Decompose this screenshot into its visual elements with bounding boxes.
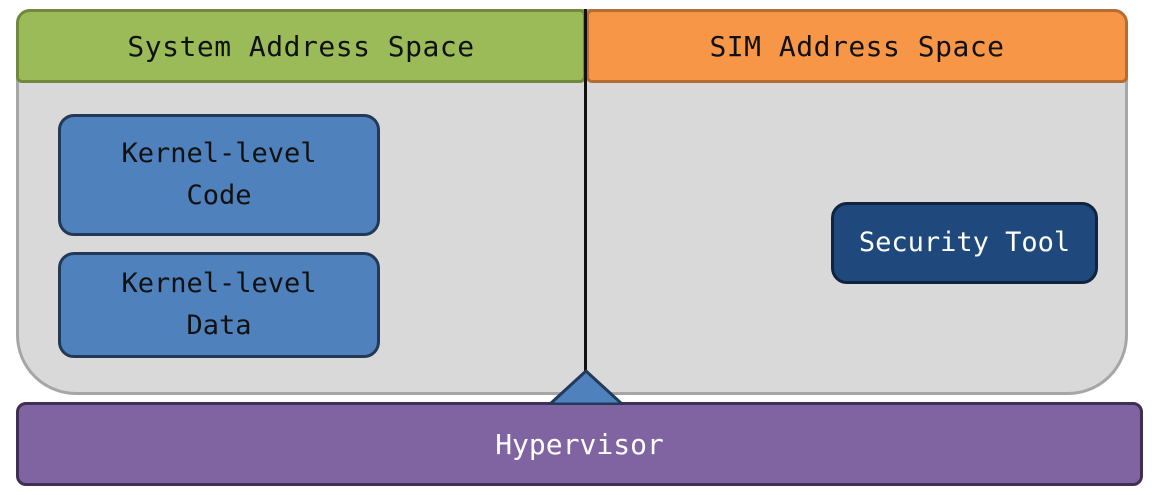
security-tool-label: Security Tool [858, 227, 1071, 258]
system-address-space-label: System Address Space [127, 29, 475, 63]
address-space-divider [584, 9, 587, 377]
sim-address-space-label: SIM Address Space [709, 29, 1005, 63]
sim-address-space-header: SIM Address Space [586, 9, 1128, 83]
system-address-space-header: System Address Space [16, 9, 586, 83]
hypervisor-label: Hypervisor [495, 427, 664, 461]
hypervisor-bar: Hypervisor [16, 402, 1143, 486]
kernel-level-data-box: Kernel-level Data [58, 252, 380, 358]
kernel-level-code-box: Kernel-level Code [58, 114, 380, 236]
kernel-level-code-label: Kernel-level Code [121, 138, 317, 211]
hypervisor-connector-triangle [548, 369, 624, 405]
security-tool-box: Security Tool [831, 202, 1098, 284]
kernel-level-data-label: Kernel-level Data [121, 268, 317, 341]
